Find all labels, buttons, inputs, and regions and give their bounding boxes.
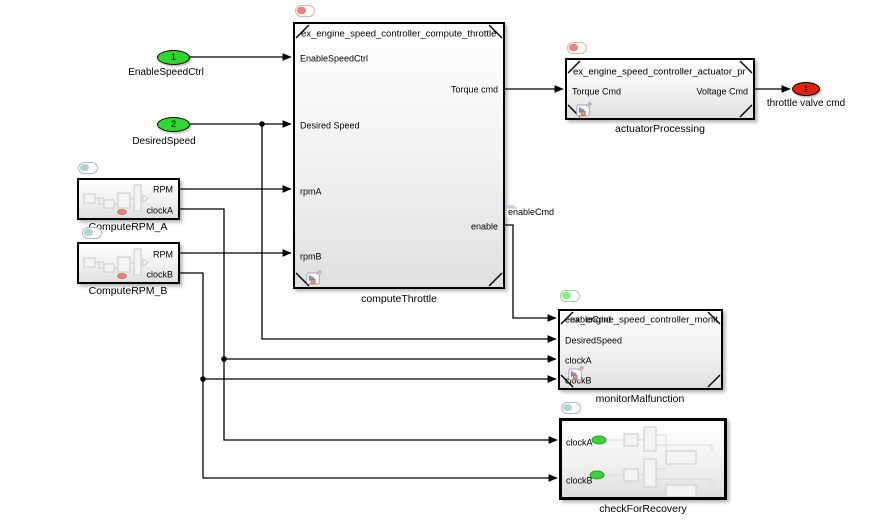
model-name: ex_engine_speed_controller_compute_throt… [301, 28, 497, 40]
outport-throttle-valve-cmd[interactable]: 1 [792, 82, 820, 96]
subsystem-preview [589, 426, 713, 497]
outport-label-clocka: clockA [146, 205, 173, 216]
harness-badge[interactable] [82, 227, 102, 239]
model-reference-icon [576, 102, 592, 117]
inport-desiredspeed[interactable]: 2 [157, 117, 190, 132]
preview-inport-oval [591, 435, 607, 445]
model-reference-icon [306, 270, 322, 285]
block-computerpm-b[interactable]: RPM clockB [77, 242, 180, 284]
inport-label-rpma: rpmA [300, 186, 322, 197]
signal-logging-icon [505, 205, 517, 210]
outport-label-enable: enable [470, 221, 498, 232]
outport-label-torque-cmd: Torque cmd [450, 84, 498, 95]
inport-label-torque-cmd: Torque Cmd [572, 86, 622, 97]
inport-label-desiredspeed: DesiredSpeed [565, 335, 623, 346]
outport-label-voltage-cmd: Voltage Cmd [696, 86, 748, 97]
outport-label-clockb: clockB [146, 269, 173, 280]
inport-label-enablespeedctrl: EnableSpeedCtrl [300, 53, 369, 64]
outport-throttle-valve-cmd-label[interactable]: throttle valve cmd [766, 98, 846, 109]
preview-inport-oval [589, 470, 605, 480]
block-computerpm-b-label[interactable]: ComputeRPM_B [88, 285, 168, 297]
model-reference-icon [568, 366, 584, 381]
subsystem-preview [83, 184, 149, 215]
inport-number: 2 [170, 119, 176, 129]
wire-junction-dot [200, 376, 206, 382]
outport-label-rpm: RPM [153, 249, 173, 260]
coverage-badge[interactable] [560, 290, 580, 302]
block-computerpm-a[interactable]: RPM clockA [77, 178, 180, 220]
inport-label-enablecmd: enableCmd [565, 314, 612, 325]
model-name: ex_engine_speed_controller_actuator_pr [573, 66, 746, 78]
model-name: ex_engine_speed_controller_monit [570, 314, 718, 326]
block-monitormalfunction[interactable]: ex_engine_speed_controller_monit enableC… [558, 309, 723, 390]
block-checkforrecovery[interactable]: clockA clockB [559, 418, 727, 500]
inport-label-desired-speed: Desired Speed [300, 120, 360, 131]
block-actuatorprocessing[interactable]: ex_engine_speed_controller_actuator_pr T… [565, 58, 755, 120]
inport-number: 1 [170, 52, 176, 62]
inport-label-clocka: clockA [566, 437, 593, 448]
inport-enablespeedctrl[interactable]: 1 [157, 50, 190, 65]
wire-clocka-branch [223, 359, 558, 444]
inport-label-clockb: clockB [566, 475, 593, 486]
wire-clockb-branch [202, 379, 558, 482]
block-computethrottle-label[interactable]: computeThrottle [361, 293, 437, 305]
inport-desiredspeed-label[interactable]: DesiredSpeed [132, 136, 196, 147]
inport-enablespeedctrl-label[interactable]: EnableSpeedCtrl [128, 67, 204, 78]
testing-badge[interactable] [295, 5, 315, 17]
harness-badge[interactable] [561, 402, 581, 414]
block-computerpm-a-label[interactable]: ComputeRPM_A [88, 221, 168, 233]
wire-junction-dot [259, 121, 265, 127]
block-monitormalfunction-label[interactable]: monitorMalfunction [595, 393, 685, 405]
harness-badge[interactable] [78, 162, 98, 174]
outport-number: 1 [803, 84, 809, 94]
testing-badge[interactable] [567, 42, 587, 54]
block-checkforrecovery-label[interactable]: checkForRecovery [599, 503, 687, 515]
inport-label-rpmb: rpmB [300, 251, 322, 262]
block-computethrottle[interactable]: ex_engine_speed_controller_compute_throt… [293, 22, 505, 289]
wire-junction-dot [221, 356, 227, 362]
inport-label-clocka: clockA [565, 355, 592, 366]
wire-enable [505, 224, 557, 322]
block-actuatorprocessing-label[interactable]: actuatorProcessing [615, 123, 705, 135]
outport-label-rpm: RPM [153, 184, 173, 195]
subsystem-preview [83, 248, 149, 279]
